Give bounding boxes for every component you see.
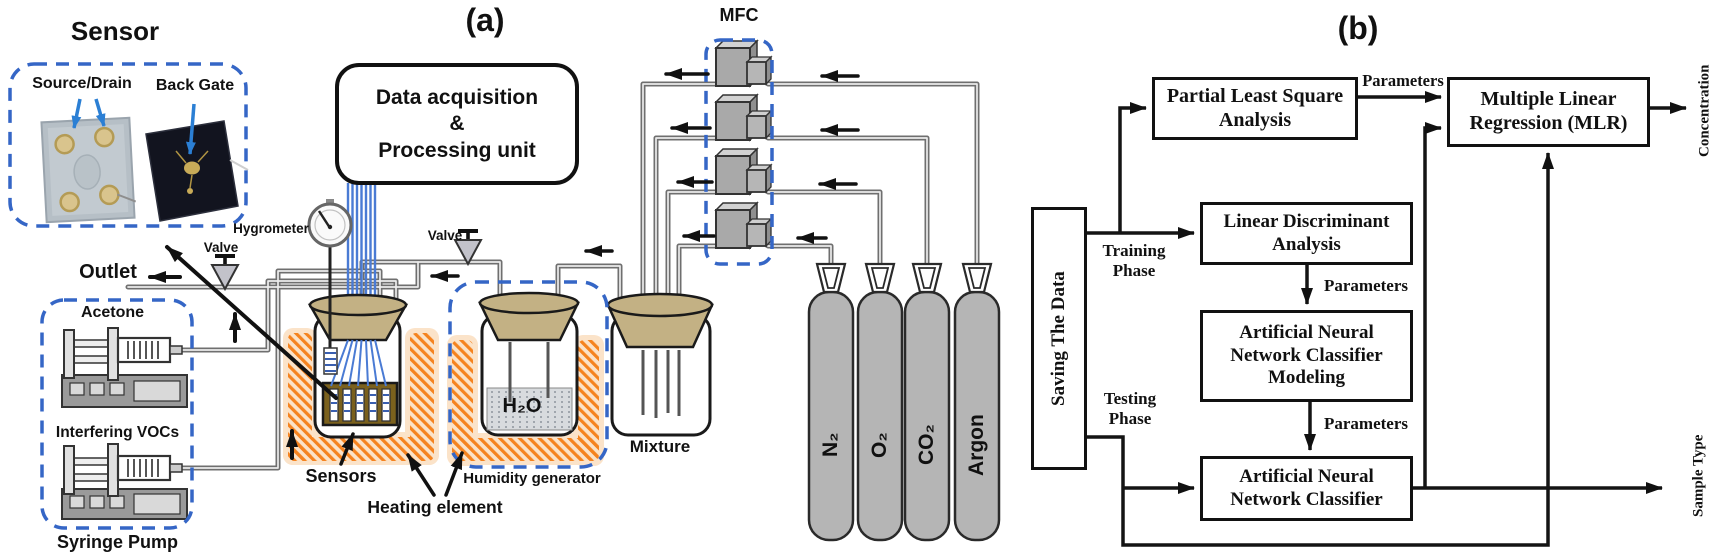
sensor-inset-title: Sensor xyxy=(70,16,160,46)
ann-modeling-box: Artificial Neural Network Classifier Mod… xyxy=(1200,310,1413,402)
dashed-group-boxes xyxy=(8,38,774,530)
heating-element-label: Heating element xyxy=(367,497,503,517)
mlr-box: Multiple Linear Regression (MLR) xyxy=(1447,77,1650,147)
valve-outlet-icon xyxy=(210,254,240,292)
mfc-units xyxy=(714,39,773,250)
pls-box: Partial Least Square Analysis xyxy=(1152,77,1358,140)
valve-mixture-label: Valve xyxy=(427,228,463,243)
gas-cylinders xyxy=(807,262,1001,542)
cylinder-co2-label: CO₂ xyxy=(915,424,938,466)
source-drain-label: Source/Drain xyxy=(32,75,132,92)
mixture-vessel xyxy=(606,292,714,437)
daq-line-1: Data acquisition xyxy=(375,86,539,109)
humidity-generator-vessel xyxy=(478,291,580,437)
sample-type-output-label: Sample Type xyxy=(1690,434,1707,517)
valve-outlet-label: Valve xyxy=(203,240,239,255)
hygrometer-icon xyxy=(307,199,353,375)
lda-box: Linear Discriminant Analysis xyxy=(1200,202,1413,265)
mfc-label: MFC xyxy=(719,5,759,25)
concentration-output-label: Concentration xyxy=(1696,64,1713,157)
flow-arrows xyxy=(148,68,860,497)
cylinder-n2-label: N₂ xyxy=(819,432,842,458)
syringe-pump-acetone xyxy=(61,327,188,408)
daq-line-3: Processing unit xyxy=(378,138,536,162)
parameters-ann-label: Parameters xyxy=(1323,414,1408,433)
sensor-photo-backgate xyxy=(145,120,249,222)
parameters-pls-label: Parameters xyxy=(1362,71,1444,90)
sensor-array xyxy=(329,388,391,422)
hygrometer-label: Hygrometer xyxy=(233,221,309,236)
saving-data-box: Saving The Data xyxy=(1031,207,1087,470)
daq-line-2: & xyxy=(449,112,465,136)
photo-annotation-arrows xyxy=(71,98,196,155)
sensor-wire-fan xyxy=(330,339,387,387)
syringe-pump-label: Syringe Pump xyxy=(56,532,179,552)
heating-element-humidity xyxy=(447,335,604,466)
sensor-photo-chip xyxy=(40,116,137,224)
valve-mixture-icon xyxy=(453,229,483,267)
training-phase-label: Training Phase xyxy=(1102,241,1166,280)
acetone-label: Acetone xyxy=(80,304,145,321)
interfering-vocs-label: Interfering VOCs xyxy=(55,424,180,441)
humidity-generator-label: Humidity generator xyxy=(463,470,601,487)
mixture-label: Mixture xyxy=(629,437,691,456)
outlet-label: Outlet xyxy=(79,261,137,283)
ann-classifier-box: Artificial Neural Network Classifier xyxy=(1200,456,1413,521)
cylinder-argon-label: Argon xyxy=(965,414,988,476)
cylinder-o2-label: O₂ xyxy=(868,432,891,458)
parameters-lda-label: Parameters xyxy=(1323,276,1408,295)
panel-b-label: (b) xyxy=(1337,10,1379,46)
sensors-label: Sensors xyxy=(305,466,377,486)
syringe-pump-vocs xyxy=(61,443,188,520)
h2o-label: H₂O xyxy=(502,395,542,417)
daq-box-outline xyxy=(335,63,579,185)
panel-a-label: (a) xyxy=(465,2,505,38)
testing-phase-label: Testing Phase xyxy=(1103,389,1157,428)
flowchart-connectors xyxy=(1087,91,1687,547)
daq-box-label: Data acquisition & Processing unit xyxy=(347,85,567,164)
back-gate-label: Back Gate xyxy=(155,77,235,94)
